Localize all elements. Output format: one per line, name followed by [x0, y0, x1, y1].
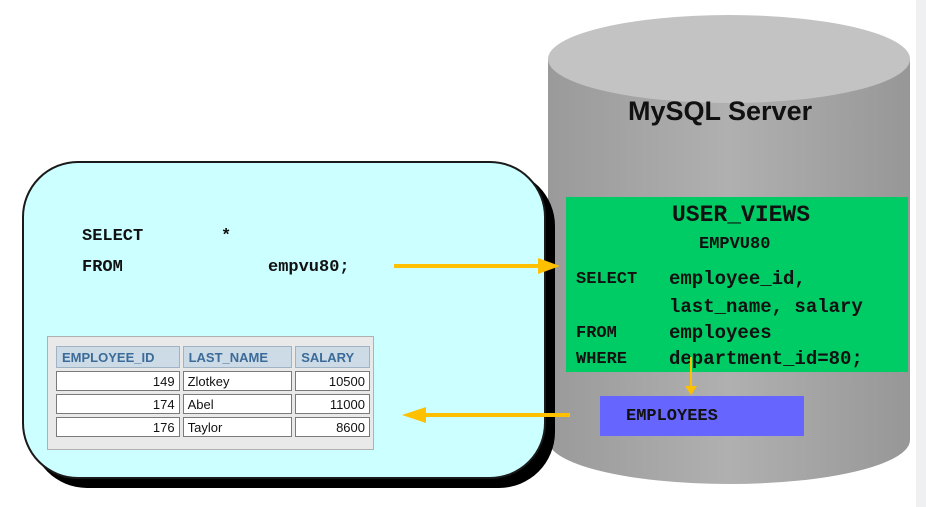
def-select-line2: last_name, salary — [669, 296, 863, 318]
def-where-keyword: WHERE — [576, 350, 628, 369]
result-table: EMPLOYEE_ID LAST_NAME SALARY 149 Zlotkey… — [53, 343, 373, 440]
cell-employee-id: 176 — [56, 417, 180, 437]
view-name: empvu80; — [268, 258, 350, 277]
cell-last-name: Zlotkey — [182, 371, 293, 391]
result-header-row: EMPLOYEE_ID LAST_NAME SALARY — [56, 346, 370, 368]
select-keyword: SELECT — [82, 227, 144, 246]
def-select-line1: employee_id, — [669, 268, 806, 290]
header-salary: SALARY — [295, 346, 370, 368]
cell-employee-id: 174 — [56, 394, 180, 414]
header-employee-id: EMPLOYEE_ID — [56, 346, 180, 368]
select-star: * — [221, 227, 232, 246]
result-table-panel: EMPLOYEE_ID LAST_NAME SALARY 149 Zlotkey… — [47, 336, 374, 450]
edge-strip — [916, 0, 926, 507]
table-row: 174 Abel 11000 — [56, 394, 370, 414]
view-title: EMPVU80 — [699, 235, 771, 254]
header-last-name: LAST_NAME — [182, 346, 293, 368]
from-keyword: FROM — [82, 258, 123, 277]
def-from-keyword: FROM — [576, 324, 617, 343]
dictionary-title: USER_VIEWS — [672, 202, 811, 228]
table-row: 176 Taylor 8600 — [56, 417, 370, 437]
cell-last-name: Abel — [182, 394, 293, 414]
cell-employee-id: 149 — [56, 371, 180, 391]
table-row: 149 Zlotkey 10500 — [56, 371, 370, 391]
cell-salary: 8600 — [295, 417, 370, 437]
def-from-table: employees — [669, 322, 772, 344]
cell-salary: 11000 — [295, 394, 370, 414]
def-select-keyword: SELECT — [576, 270, 638, 289]
view-definition-box: USER_VIEWS EMPVU80 SELECT employee_id, l… — [566, 197, 908, 372]
server-title: MySQL Server — [628, 96, 813, 126]
cell-salary: 10500 — [295, 371, 370, 391]
def-where-clause: department_id=80; — [669, 348, 863, 370]
base-table-name: EMPLOYEES — [626, 407, 718, 426]
base-table-box: EMPLOYEES — [600, 396, 804, 436]
cell-last-name: Taylor — [182, 417, 293, 437]
